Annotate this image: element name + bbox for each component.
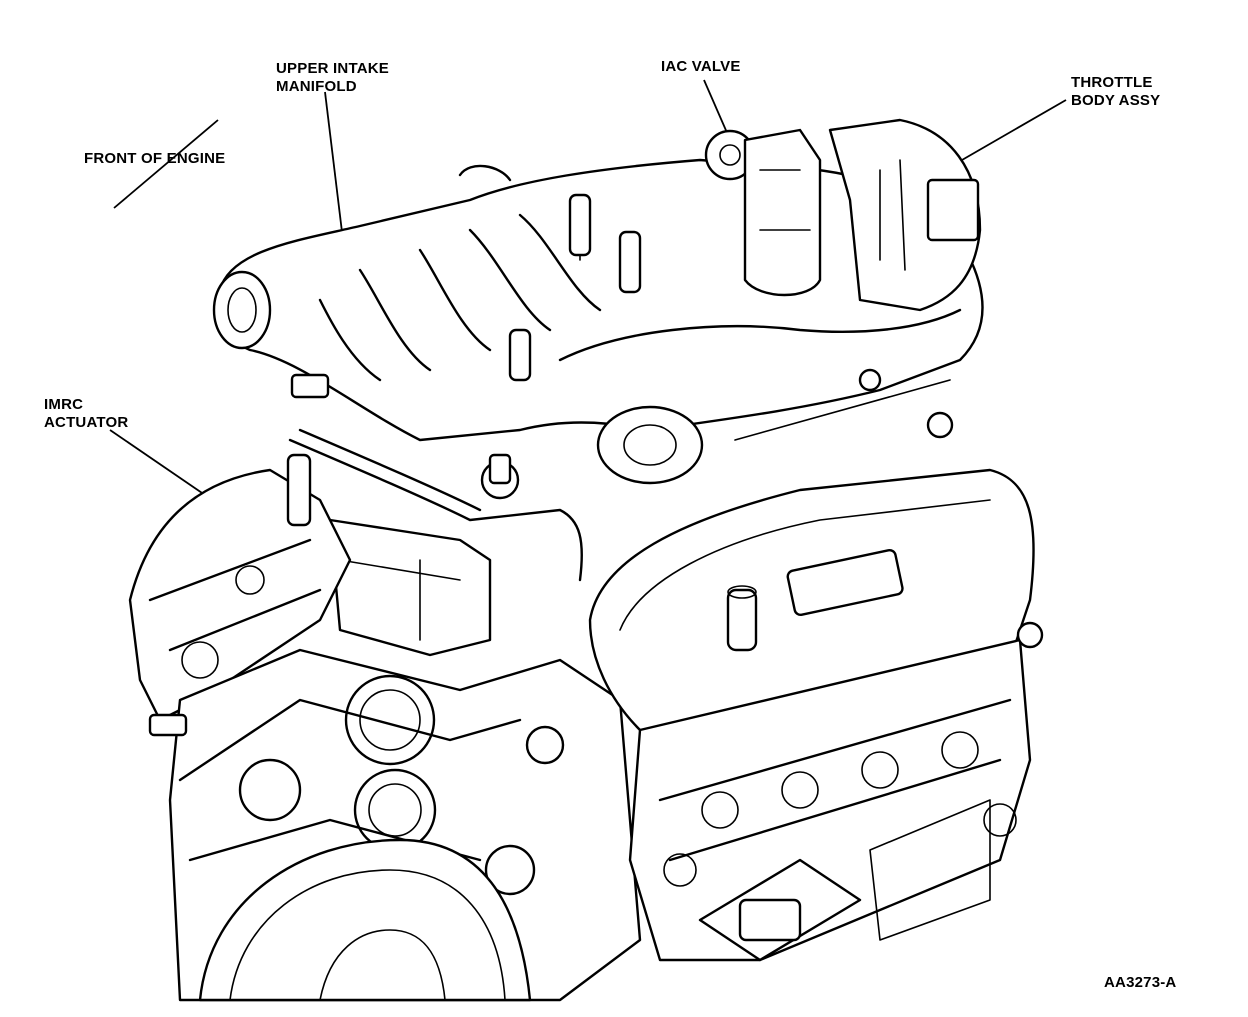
label-line: FRONT OF ENGINE	[84, 150, 226, 167]
label-line: UPPER INTAKE	[276, 60, 389, 77]
label-line: IAC VALVE	[661, 58, 741, 75]
throttle-body-leader	[961, 99, 1067, 161]
label-throttle-body-assy: THROTTLE BODY ASSY	[1071, 74, 1160, 110]
label-iac-valve: IAC VALVE	[661, 58, 741, 76]
iac-valve	[704, 128, 822, 297]
manifold-end-cap	[212, 270, 272, 350]
manifold-port	[596, 405, 704, 485]
figure-code: AA3273-A	[1104, 974, 1177, 991]
engine-block	[128, 468, 642, 1002]
label-line: ACTUATOR	[44, 414, 129, 431]
label-line: IMRC	[44, 396, 84, 413]
flywheel	[198, 838, 532, 1002]
label-imrc-actuator: IMRC ACTUATOR	[44, 396, 128, 432]
upper-intake-leader	[324, 91, 343, 233]
label-upper-intake-manifold: UPPER INTAKE MANIFOLD	[276, 60, 389, 96]
label-line: MANIFOLD	[276, 78, 357, 95]
fittings	[148, 368, 1044, 737]
label-line: BODY ASSY	[1071, 92, 1161, 109]
label-line: THROTTLE	[1071, 74, 1153, 91]
right-cylinder-head	[588, 468, 1035, 962]
throttle-body-assy	[828, 118, 982, 312]
front-direction-line	[113, 119, 219, 209]
imrc-actuator-assembly	[288, 428, 583, 657]
label-front-of-engine: FRONT OF ENGINE	[84, 150, 225, 168]
iac-valve-leader	[703, 79, 729, 136]
